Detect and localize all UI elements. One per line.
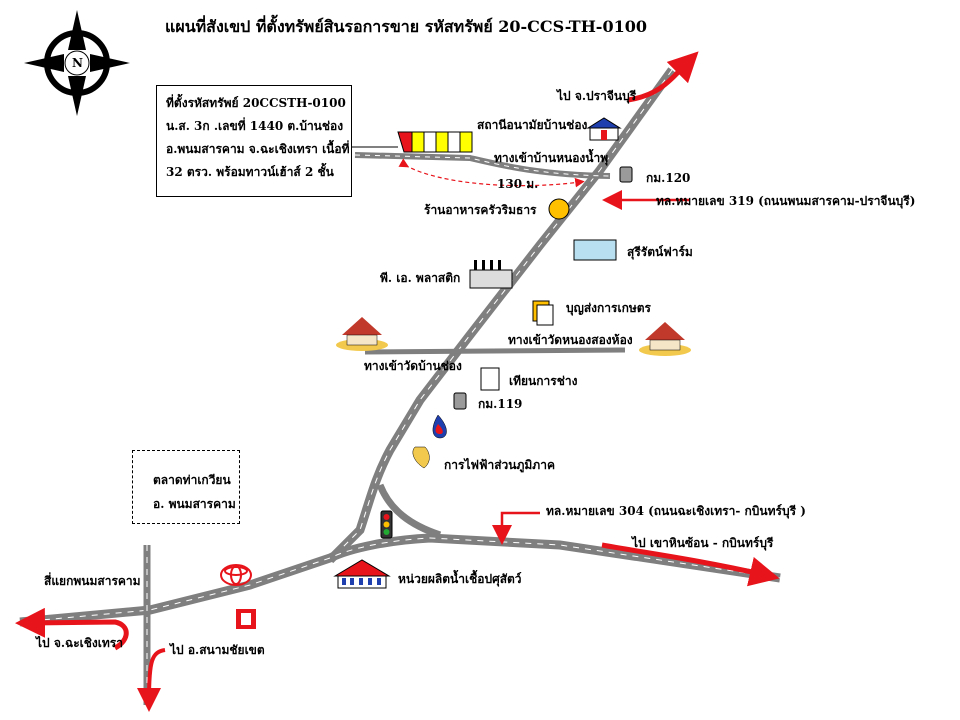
- label-tianka: เทียนการช่าง: [509, 374, 578, 388]
- info-line-2: น.ส. 3ก .เลขที่ 1440 ต.บ้านช่อง: [166, 119, 344, 133]
- info-line-4: 32 ตรว. พร้อมทาวน์เฮ้าส์ 2 ชั้น: [166, 165, 334, 179]
- arrow-to-prachinburi: [627, 51, 699, 103]
- label-plastic: พี. เอ. พลาสติก: [380, 271, 461, 285]
- restaurant-icon: [548, 198, 570, 220]
- temple-left-icon: [336, 317, 388, 351]
- label-to-chachoengsao: ไป จ.ฉะเชิงเทรา: [36, 636, 123, 650]
- compass-icon: [24, 10, 130, 116]
- label-restaurant: ร้านอาหารครัวริมธาร: [424, 203, 537, 217]
- semen-unit-building-icon: [333, 559, 391, 589]
- agri-shop-icon: [532, 300, 554, 326]
- arrow-to-chachoengsao: [15, 607, 129, 651]
- distance-arrow: [398, 158, 585, 188]
- arrow-road-304: [492, 511, 540, 545]
- health-station-icon: [586, 117, 622, 141]
- info-line-1: ที่ตั้งรหัสทรัพย์ 20CCSTH-0100: [166, 96, 346, 110]
- traffic-light-icon: [380, 510, 393, 539]
- compass-north-label: N: [72, 56, 83, 70]
- farm-icon: [573, 239, 617, 261]
- label-entrance-nongnamphu: ทางเข้าบ้านหนองน้ำพุ: [494, 151, 609, 165]
- label-road-304: ทล.หมายเลข 304 (ถนนฉะเชิงเทรา- กบินทร์บุ…: [546, 504, 806, 518]
- label-km120: กม.120: [646, 171, 691, 185]
- highway-304: [19, 533, 781, 627]
- label-agri: บุญส่งการเกษตร: [566, 301, 651, 315]
- isuzu-logo-icon: [236, 609, 256, 629]
- road-wat-cross: [364, 347, 626, 355]
- label-wat-nongsonghong: ทางเข้าวัดหนองสองห้อง: [508, 333, 633, 347]
- highway-319: [326, 67, 676, 564]
- km120-post-icon: [619, 166, 633, 183]
- factory-icon: [469, 260, 513, 289]
- label-intersection: สี่แยกพนมสารคาม: [44, 574, 141, 588]
- toyota-logo-icon: [220, 564, 252, 586]
- property-info-box: ที่ตั้งรหัสทรัพย์ 20CCSTH-0100 น.ส. 3ก .…: [156, 85, 352, 197]
- temple-right-icon: [639, 322, 691, 356]
- property-townhouses: [397, 131, 473, 153]
- arrow-to-khaohinson: [601, 542, 780, 587]
- map-title: แผนที่สังเขป ที่ตั้งทรัพย์สินรอการขาย รห…: [165, 17, 647, 36]
- label-road-319: ทล.หมายเลข 319 (ถนนพนมสารคาม-ปราจีนบุรี): [656, 194, 916, 208]
- market-box: ตลาดท่าเกวียน อ. พนมสารคาม: [132, 450, 240, 524]
- label-to-prachinburi: ไป จ.ปราจีนบุรี: [557, 89, 637, 103]
- info-line-3: อ.พนมสารคาม จ.ฉะเชิงเทรา เนื้อที่: [166, 142, 350, 156]
- km119-post-icon: [453, 392, 467, 410]
- tianka-icon: [480, 367, 500, 391]
- label-to-khaohinson: ไป เขาหินซ้อน - กบินทร์บุรี: [632, 536, 774, 550]
- junction-spur: [376, 483, 442, 539]
- electricity-icon: [412, 414, 447, 469]
- label-farm: สุรีรัตน์ฟาร์ม: [627, 245, 693, 259]
- market-line-1: ตลาดท่าเกวียน: [153, 473, 231, 487]
- label-semen-unit: หน่วยผลิตน้ำเชื้อปศุสัตว์: [398, 572, 522, 586]
- label-distance: 130 ม.: [497, 177, 539, 191]
- label-health-station: สถานีอนามัยบ้านช่อง: [477, 118, 588, 132]
- label-electricity: การไฟฟ้าส่วนภูมิภาค: [444, 458, 555, 472]
- label-km119: กม.119: [478, 397, 523, 411]
- market-line-2: อ. พนมสารคาม: [153, 497, 236, 511]
- arrow-to-sanamchaiket: [137, 648, 166, 712]
- label-wat-banchong: ทางเข้าวัดบ้านช่อง: [364, 359, 462, 373]
- label-to-sanamchaiket: ไป อ.สนามชัยเขต: [170, 643, 265, 657]
